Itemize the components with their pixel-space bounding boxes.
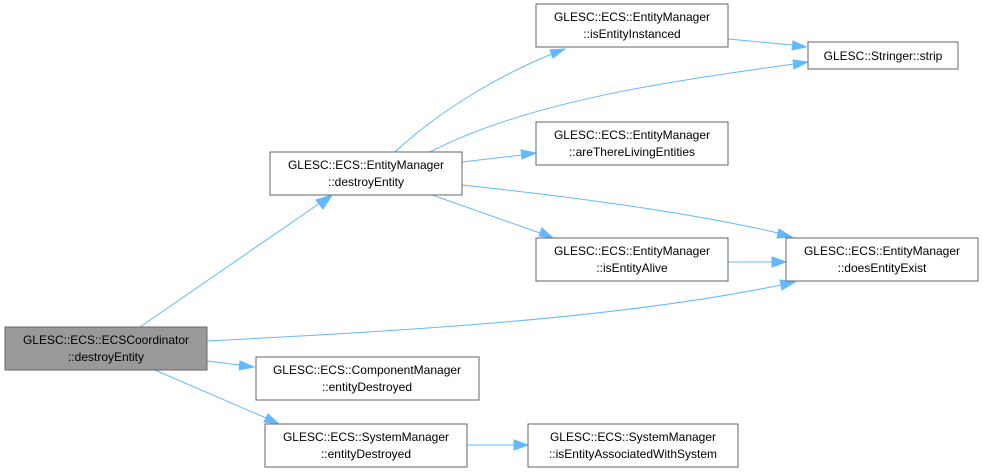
edge-em-destroy-to-stringer-strip	[429, 59, 810, 153]
edge-ecs-destroy-to-cm-destroyed	[206, 360, 256, 371]
node-entitymanager-aretherelivingentities-line1: GLESC::ECS::EntityManager	[554, 128, 710, 142]
edge-em-destroy-to-em-alive	[431, 194, 555, 239]
nodes-layer: GLESC::ECS::ECSCoordinator ::destroyEnti…	[4, 3, 979, 468]
node-systemmanager-entitydestroyed[interactable]: GLESC::ECS::SystemManager ::entityDestro…	[264, 423, 468, 468]
node-systemmanager-isentityassociatedwithsystem-line2: ::isEntityAssociatedWithSystem	[549, 447, 717, 461]
node-entitymanager-aretherelivingentities[interactable]: GLESC::ECS::EntityManager ::areThereLivi…	[535, 121, 729, 166]
node-entitymanager-destroyentity[interactable]: GLESC::ECS::EntityManager ::destroyEntit…	[269, 151, 463, 196]
node-ecscoordinator-destroyentity-line1: GLESC::ECS::ECSCoordinator	[23, 333, 189, 347]
node-systemmanager-entitydestroyed-line1: GLESC::ECS::SystemManager	[283, 430, 449, 444]
node-entitymanager-doesentityexist-line1: GLESC::ECS::EntityManager	[804, 244, 960, 258]
edge-ecs-destroy-to-em-exist	[206, 279, 797, 342]
node-entitymanager-doesentityexist-line2: ::doesEntityExist	[838, 261, 927, 275]
node-componentmanager-entitydestroyed-line2: ::entityDestroyed	[322, 380, 412, 394]
node-entitymanager-isentityinstanced-line2: ::isEntityInstanced	[583, 27, 680, 41]
node-ecscoordinator-destroyentity[interactable]: GLESC::ECS::ECSCoordinator ::destroyEnti…	[4, 326, 208, 371]
edge-ecs-destroy-to-sm-destroyed	[154, 369, 281, 425]
edge-em-destroy-to-em-living	[461, 149, 538, 163]
node-stringer-strip[interactable]: GLESC::Stringer::strip	[807, 41, 959, 70]
edge-em-destroy-to-em-instanced	[394, 48, 567, 153]
node-systemmanager-isentityassociatedwithsystem[interactable]: GLESC::ECS::SystemManager ::isEntityAsso…	[527, 423, 739, 468]
node-systemmanager-entitydestroyed-line2: ::entityDestroyed	[321, 447, 411, 461]
node-entitymanager-isentityalive-line1: GLESC::ECS::EntityManager	[554, 244, 710, 258]
node-entitymanager-isentityinstanced[interactable]: GLESC::ECS::EntityManager ::isEntityInst…	[535, 3, 729, 48]
node-entitymanager-doesentityexist[interactable]: GLESC::ECS::EntityManager ::doesEntityEx…	[785, 237, 979, 282]
edge-em-destroy-to-em-exist	[461, 184, 794, 239]
edge-ecs-destroy-to-em-destroy	[139, 194, 334, 328]
edges-layer	[139, 38, 810, 451]
node-entitymanager-destroyentity-line2: ::destroyEntity	[328, 175, 404, 189]
node-entitymanager-aretherelivingentities-line2: ::areThereLivingEntities	[569, 145, 695, 159]
node-entitymanager-destroyentity-line1: GLESC::ECS::EntityManager	[288, 158, 444, 172]
node-componentmanager-entitydestroyed[interactable]: GLESC::ECS::ComponentManager ::entityDes…	[255, 356, 480, 401]
node-stringer-strip-line1: GLESC::Stringer::strip	[824, 49, 943, 63]
edge-em-alive-to-em-exist	[728, 256, 788, 268]
node-systemmanager-isentityassociatedwithsystem-line1: GLESC::ECS::SystemManager	[550, 430, 716, 444]
node-entitymanager-isentityalive-line2: ::isEntityAlive	[596, 261, 668, 275]
edge-em-instanced-to-stringer-strip	[727, 38, 808, 51]
node-entitymanager-isentityalive[interactable]: GLESC::ECS::EntityManager ::isEntityAliv…	[535, 237, 729, 282]
node-ecscoordinator-destroyentity-line2: ::destroyEntity	[68, 350, 144, 364]
edge-sm-destroyed-to-sm-associated	[467, 439, 530, 451]
node-componentmanager-entitydestroyed-line1: GLESC::ECS::ComponentManager	[273, 363, 461, 377]
node-entitymanager-isentityinstanced-line1: GLESC::ECS::EntityManager	[554, 10, 710, 24]
